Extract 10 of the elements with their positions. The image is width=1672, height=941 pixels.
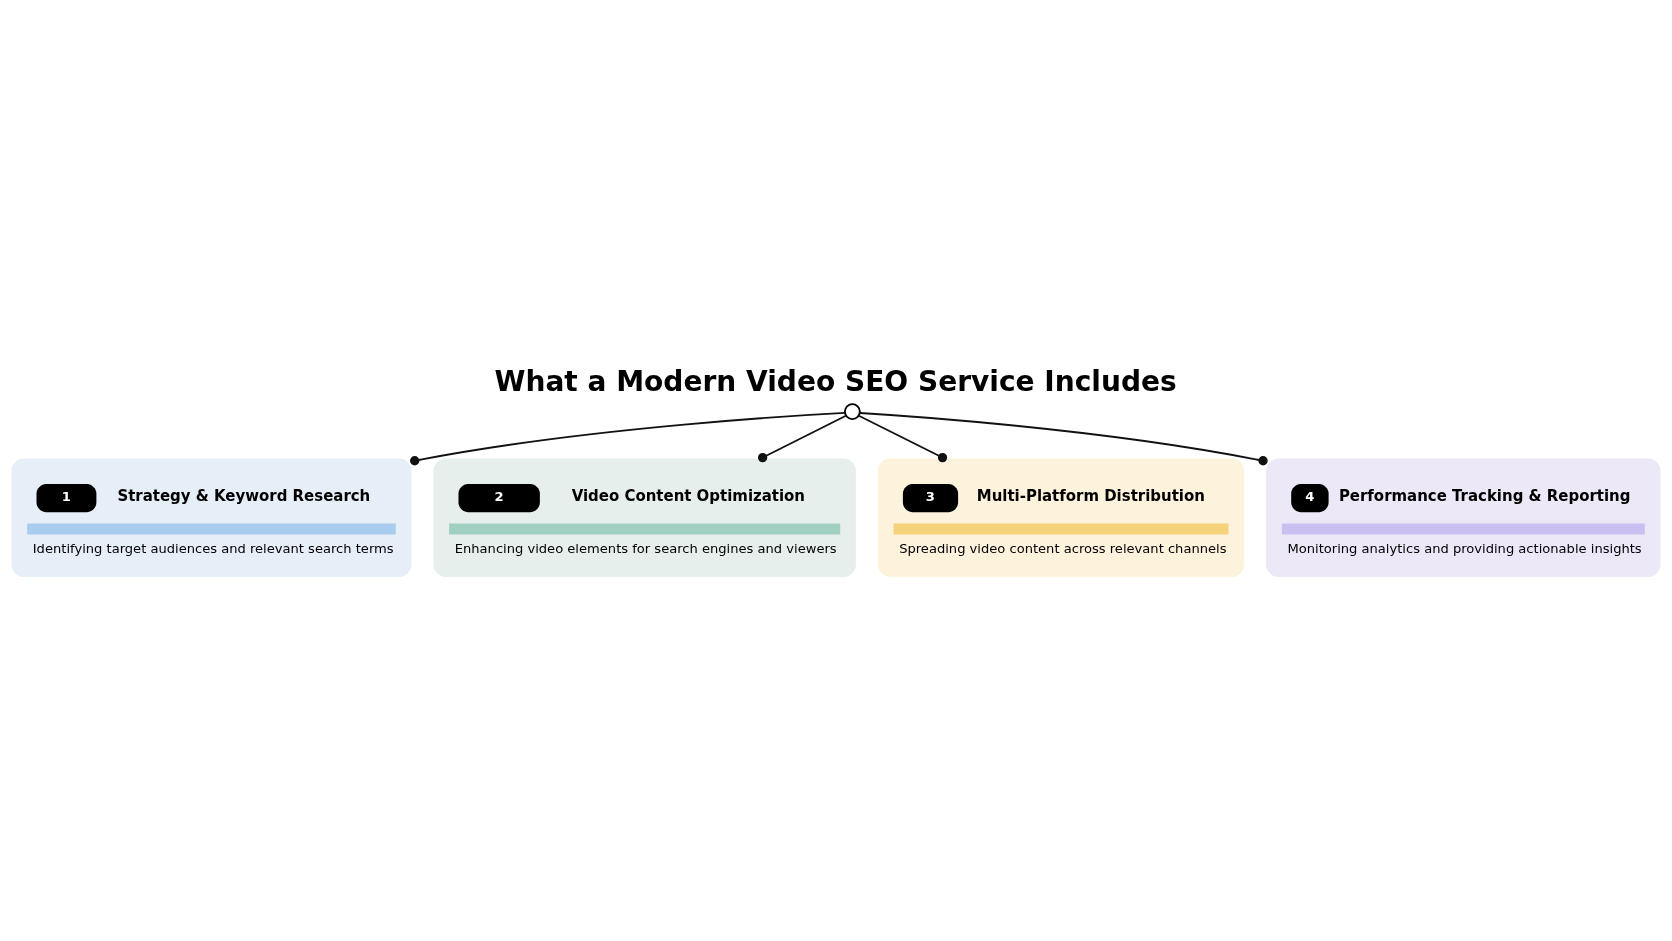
node-box: 1 Strategy & Keyword Research Identifying target audiences and relevant search terms — [11, 458, 412, 577]
node-box: 2 Video Content Optimization Enhancing video elements for search engines and viewers — [433, 458, 856, 577]
connector — [410, 411, 846, 465]
node-box: 3 Multi-Platform Distribution Spreading video content across relevant channels — [877, 458, 1245, 577]
node-circle — [843, 402, 861, 420]
connector — [757, 414, 847, 462]
connector — [857, 414, 948, 462]
node-box: 4 Performance Tracking & Reporting Monitoring analytics and providing actionable insights — [1266, 458, 1661, 577]
diagram-title: What a Modern Video SEO Service Includes — [494, 364, 1177, 398]
connector — [858, 411, 1268, 465]
